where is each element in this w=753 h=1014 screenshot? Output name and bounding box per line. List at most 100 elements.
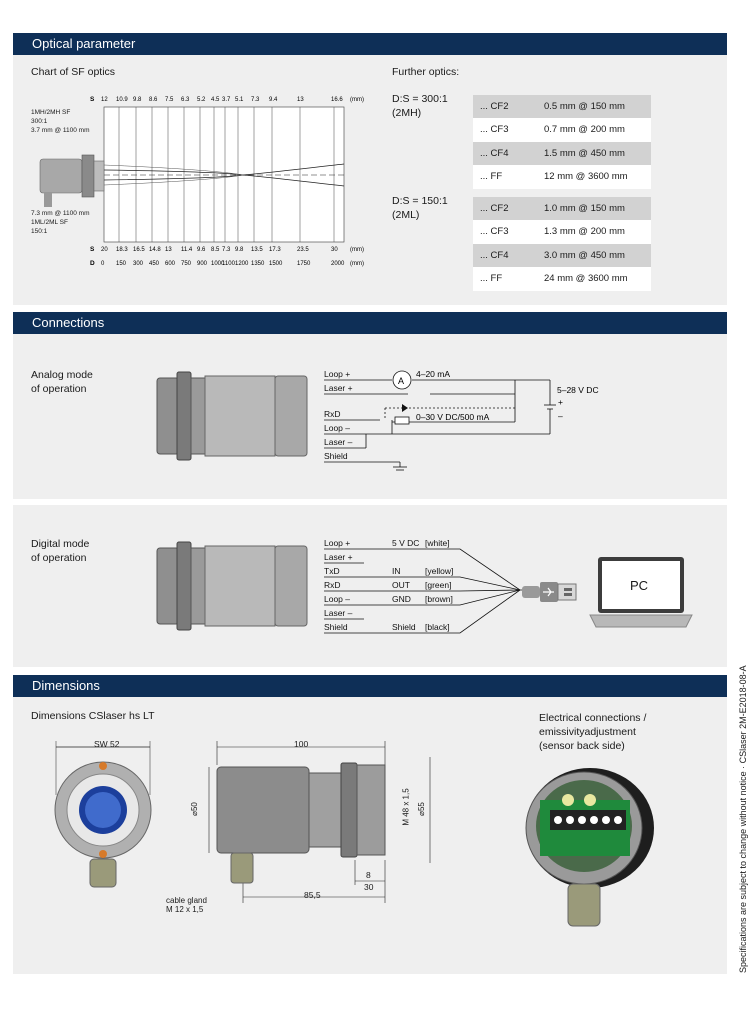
- top-s-tick: 12: [101, 97, 108, 103]
- optic-name: ... CF4: [473, 141, 537, 166]
- optic-spot: 1.0 mm @ 150 mm: [537, 197, 651, 221]
- digital-title-line1: Digital mode: [31, 538, 90, 550]
- bottom-s-tick: 11.4: [181, 247, 193, 253]
- usb-plug-icon: [522, 582, 577, 602]
- wire-loop-plus: Loop +: [324, 369, 350, 379]
- wire-laser-plus: Laser +: [324, 552, 353, 562]
- beam-outline-wide: [103, 164, 244, 186]
- bottom-s-tick: 16.5: [133, 247, 145, 253]
- optic-name: ... CF2: [473, 197, 537, 221]
- analog-sensor-image: [156, 371, 308, 461]
- signal-in: IN: [392, 566, 401, 576]
- top-s-tick: 3.7: [222, 97, 231, 103]
- ds150-ratio: D:S = 150:1: [392, 195, 448, 207]
- top-s-tick: 10.9: [116, 97, 128, 103]
- bottom-s-tick: 20: [101, 247, 108, 253]
- sensor-body-chart: [39, 158, 83, 194]
- further-optics-title: Further optics:: [392, 66, 460, 78]
- optic-name: ... CF3: [473, 118, 537, 142]
- cable-gland-chart: [44, 193, 52, 207]
- wire-laser-minus: Laser –: [324, 608, 353, 618]
- d55-label: ⌀55: [416, 802, 426, 816]
- ammeter-icon: [392, 370, 412, 390]
- d-label-bottom: D: [90, 260, 95, 267]
- bottom-d-tick: 300: [133, 261, 144, 267]
- top-s-tick: 5.2: [197, 97, 206, 103]
- label-2mh-line2: 300:1: [31, 118, 48, 125]
- elec-title-line2: emissivityadjustment: [539, 726, 636, 738]
- optic-spot: 24 mm @ 3600 mm: [537, 267, 651, 291]
- optic-spot: 0.5 mm @ 150 mm: [537, 95, 651, 119]
- color-black: [black]: [425, 622, 450, 632]
- label-2mh-line1: 1MH/2MH SF: [31, 109, 71, 116]
- gland-line1: cable gland: [166, 896, 207, 905]
- label-2mh: 1MH/2MH SF 300:1 3.7 mm @ 1100 mm: [31, 108, 90, 135]
- optic-name: ... CF3: [473, 220, 537, 244]
- top-s-tick: 5.1: [235, 97, 244, 103]
- top-s-tick: 16.6: [331, 97, 343, 103]
- voltage-out-label: 0–30 V DC/500 mA: [416, 412, 490, 422]
- section-header-dimensions: Dimensions: [13, 675, 727, 697]
- wire-rxd: RxD: [324, 580, 341, 590]
- digital-sensor-image: [156, 541, 308, 631]
- bottom-d-tick: 2000: [331, 261, 345, 267]
- bottom-s-tick: 13.5: [251, 247, 263, 253]
- wire-laser-minus: Laser –: [324, 437, 353, 447]
- dimensions-title: Dimensions CSlaser hs LT: [31, 710, 155, 722]
- section-header-connections: Connections: [13, 312, 727, 334]
- bottom-s-tick: 23.5: [297, 247, 309, 253]
- bottom-s-tick: 9.8: [235, 247, 244, 253]
- label-2ml-line1: 7.3 mm @ 1100 mm: [31, 210, 90, 217]
- wire-shield: Shield: [324, 451, 348, 461]
- wire-rxd: RxD: [324, 409, 341, 419]
- bottom-d-tick: 450: [149, 261, 160, 267]
- optic-name: ... CF2: [473, 95, 537, 119]
- bottom-s-tick: 7.3: [222, 247, 231, 253]
- bottom-d-tick: 150: [116, 261, 127, 267]
- digital-title: Digital mode of operation: [31, 537, 89, 565]
- analog-panel: [13, 333, 727, 499]
- ds300-model: (2MH): [392, 107, 422, 119]
- optic-spot: 12 mm @ 3600 mm: [537, 165, 651, 189]
- label-2ml-line3: 150:1: [31, 228, 48, 235]
- m48-label: M 48 x 1,5: [401, 788, 411, 826]
- back-side-drawing: [525, 768, 654, 927]
- section-header-optical: Optical parameter: [13, 33, 727, 55]
- bottom-d-tick: 1200: [235, 261, 249, 267]
- supply-label: 5–28 V DC: [557, 385, 599, 395]
- optic-spot: 3.0 mm @ 450 mm: [537, 243, 651, 268]
- gland-line2: M 12 x 1,5: [166, 905, 204, 914]
- d8-label: 8: [366, 870, 371, 880]
- optic-name: ... FF: [473, 267, 537, 291]
- label-2mh-line3: 3.7 mm @ 1100 mm: [31, 127, 90, 134]
- pc-label: PC: [630, 578, 649, 593]
- top-s-tick: 6.3: [181, 97, 190, 103]
- signal-shield: Shield: [392, 622, 416, 632]
- analog-title-line2: of operation: [31, 383, 87, 395]
- ds150-label: D:S = 150:1 (2ML): [392, 194, 448, 222]
- analog-title-line1: Analog mode: [31, 369, 93, 381]
- wire-loop-minus: Loop –: [324, 423, 350, 433]
- analog-wiring-diagram: Loop + Laser + RxD Loop – Laser – Shield…: [324, 369, 599, 471]
- wire-loop-minus: Loop –: [324, 594, 350, 604]
- label-2ml: 7.3 mm @ 1100 mm 1ML/2ML SF 150:1: [31, 209, 90, 236]
- bottom-s-tick: (mm): [350, 247, 364, 253]
- wire-laser-plus: Laser +: [324, 383, 353, 393]
- s-label-bottom: S: [90, 246, 95, 253]
- bottom-s-tick: 17.3: [269, 247, 281, 253]
- front-view-drawing: [54, 741, 152, 888]
- bottom-d-tick: (mm): [350, 261, 364, 267]
- bottom-d-tick: 1750: [297, 261, 311, 267]
- sensor-front-chart: [93, 160, 105, 192]
- d855-label: 85,5: [304, 890, 321, 900]
- label-2ml-line2: 1ML/2ML SF: [31, 219, 68, 226]
- gland-label: cable gland M 12 x 1,5: [166, 896, 207, 914]
